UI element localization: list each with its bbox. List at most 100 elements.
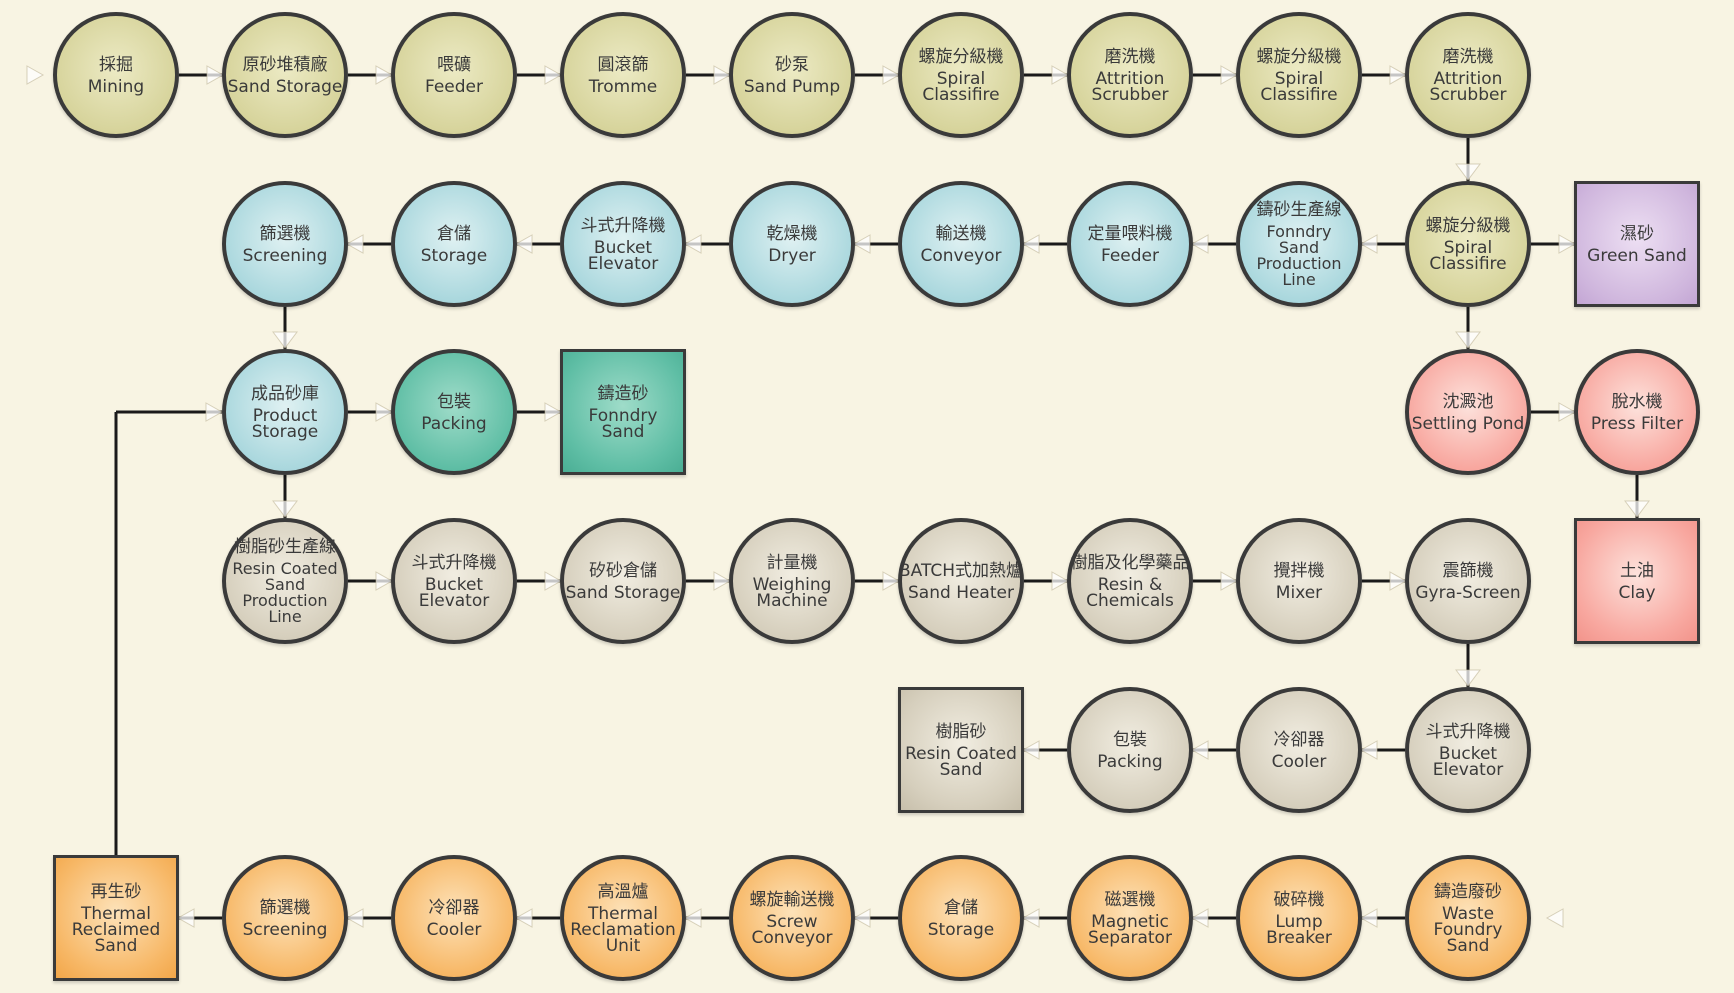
arrow-connector-mixer-to-gyra-screen [1389, 571, 1408, 591]
arrow-connector-bucket-elevator-2-to-sand-storage-2 [544, 571, 563, 591]
node-label-en: Thermal Reclamation Unit [570, 904, 676, 956]
node-label-en: Resin Coated Sand Production Line [232, 559, 338, 626]
arrow-connector-storage-2-to-screw-conveyor [852, 908, 871, 928]
node-label-zh: 鑄造廢砂 [1434, 882, 1502, 902]
arrow-connector-screening-1-to-product-storage [272, 331, 298, 349]
arrow-connector-cooler-2-to-screening-2 [345, 908, 364, 928]
node-label-zh: 斗式升降機 [580, 216, 666, 236]
node-label-zh: 篩選機 [259, 898, 311, 918]
node-label-en: Attrition Scrubber [1429, 69, 1507, 105]
node-label-zh: BATCH式加熱爐 [899, 561, 1024, 581]
arrow-connector-magnetic-separator-to-storage-2 [1021, 908, 1040, 928]
node-label-zh: 螺旋分級機 [918, 47, 1004, 67]
node-label-zh: 輸送機 [935, 224, 987, 244]
node-label-en: Dryer [768, 246, 816, 266]
arrow-entry-mining [26, 65, 45, 85]
node-label-en: Bucket Elevator [418, 575, 490, 611]
node-label-en: Screening [242, 920, 328, 940]
node-label-zh: 脫水機 [1611, 392, 1663, 412]
node-label-en: Settling Pond [1411, 414, 1525, 434]
node-label-zh: 鑄砂生產線 [1256, 200, 1342, 220]
arrow-connector-thermal-reclamation-to-cooler-2 [514, 908, 533, 928]
node-label-zh: 樹脂砂生產線 [234, 537, 336, 557]
arrow-connector-weighing-machine-to-sand-heater [882, 571, 901, 591]
arrow-entry-waste-foundry-sand [1545, 908, 1564, 928]
node-label-zh: 攪拌機 [1273, 561, 1325, 581]
arrow-connector-attrition-scrubber-2-to-spiral-classifire-3 [1455, 163, 1481, 181]
node-label-en: Packing [421, 414, 487, 434]
node-label-zh: 磨洗機 [1104, 47, 1156, 67]
node-label-zh: 土油 [1620, 561, 1654, 581]
node-label-en: Fonndry Sand Production Line [1256, 222, 1342, 289]
node-label-en: Cooler [1271, 752, 1327, 772]
arrow-connector-attrition-scrubber-1-to-spiral-classifire-2 [1220, 65, 1239, 85]
arrow-connector-foundry-line-to-feeder-2 [1190, 234, 1209, 254]
node-label-en: Bucket Elevator [587, 238, 659, 274]
node-label-en: Lump Breaker [1266, 912, 1332, 948]
node-label-en: Spiral Classifire [922, 69, 1000, 105]
node-label-en: Conveyor [920, 246, 1002, 266]
node-label-en: Sand Storage [227, 77, 343, 97]
node-label-en: Sand Storage [565, 583, 681, 603]
node-label-zh: 斗式升降機 [1425, 722, 1511, 742]
node-label-zh: 篩選機 [259, 224, 311, 244]
node-label-en: Spiral Classifire [1429, 238, 1507, 274]
arrow-connector-resin-chemicals-to-mixer [1220, 571, 1239, 591]
node-label-zh: 冷卻器 [428, 898, 480, 918]
arrow-connector-sand-storage-2-to-weighing-machine [713, 571, 732, 591]
node-label-en: Mining [87, 77, 145, 97]
node-label-en: Tromme [588, 77, 658, 97]
node-label-en: Attrition Scrubber [1091, 69, 1169, 105]
arrow-connector-lump-breaker-to-magnetic-separator [1190, 908, 1209, 928]
node-label-en: Bucket Elevator [1432, 744, 1504, 780]
node-label-zh: 包裝 [437, 392, 471, 412]
arrow-connector-bucket-elevator-3-to-cooler-1 [1359, 740, 1378, 760]
node-label-en: Clay [1618, 583, 1656, 603]
node-label-en: Cooler [426, 920, 482, 940]
node-label-zh: 破碎機 [1273, 890, 1325, 910]
arrow-connector-bucket-elevator-1-to-storage-1 [514, 234, 533, 254]
node-label-zh: 高溫爐 [597, 882, 649, 902]
arrow-connector-spiral-classifire-2-to-attrition-scrubber-2 [1389, 65, 1408, 85]
arrow-connector-spiral-classifire-3-to-settling-pond [1455, 331, 1481, 349]
node-label-en: Sand Heater [908, 583, 1014, 603]
node-label-en: Mixer [1275, 583, 1323, 603]
arrow-connector-resin-line-to-bucket-elevator-2 [375, 571, 394, 591]
arrow-connector-product-storage-to-resin-line [272, 500, 298, 518]
arrow-connector-mining-to-sand-storage-1 [206, 65, 225, 85]
node-label-en: Storage [420, 246, 488, 266]
node-label-en: Resin & Chemicals [1086, 575, 1174, 611]
node-label-en: Fonndry Sand [588, 406, 658, 442]
node-label-zh: 磁選機 [1104, 890, 1156, 910]
node-label-en: Screw Conveyor [751, 912, 833, 948]
node-label-zh: 樹脂砂 [935, 722, 987, 742]
node-label-en: Product Storage [251, 406, 319, 442]
arrow-connector-packing-1-to-foundry-sand [544, 402, 563, 422]
node-label-zh: 鑄造砂 [597, 384, 649, 404]
node-label-zh: 斗式升降機 [411, 553, 497, 573]
